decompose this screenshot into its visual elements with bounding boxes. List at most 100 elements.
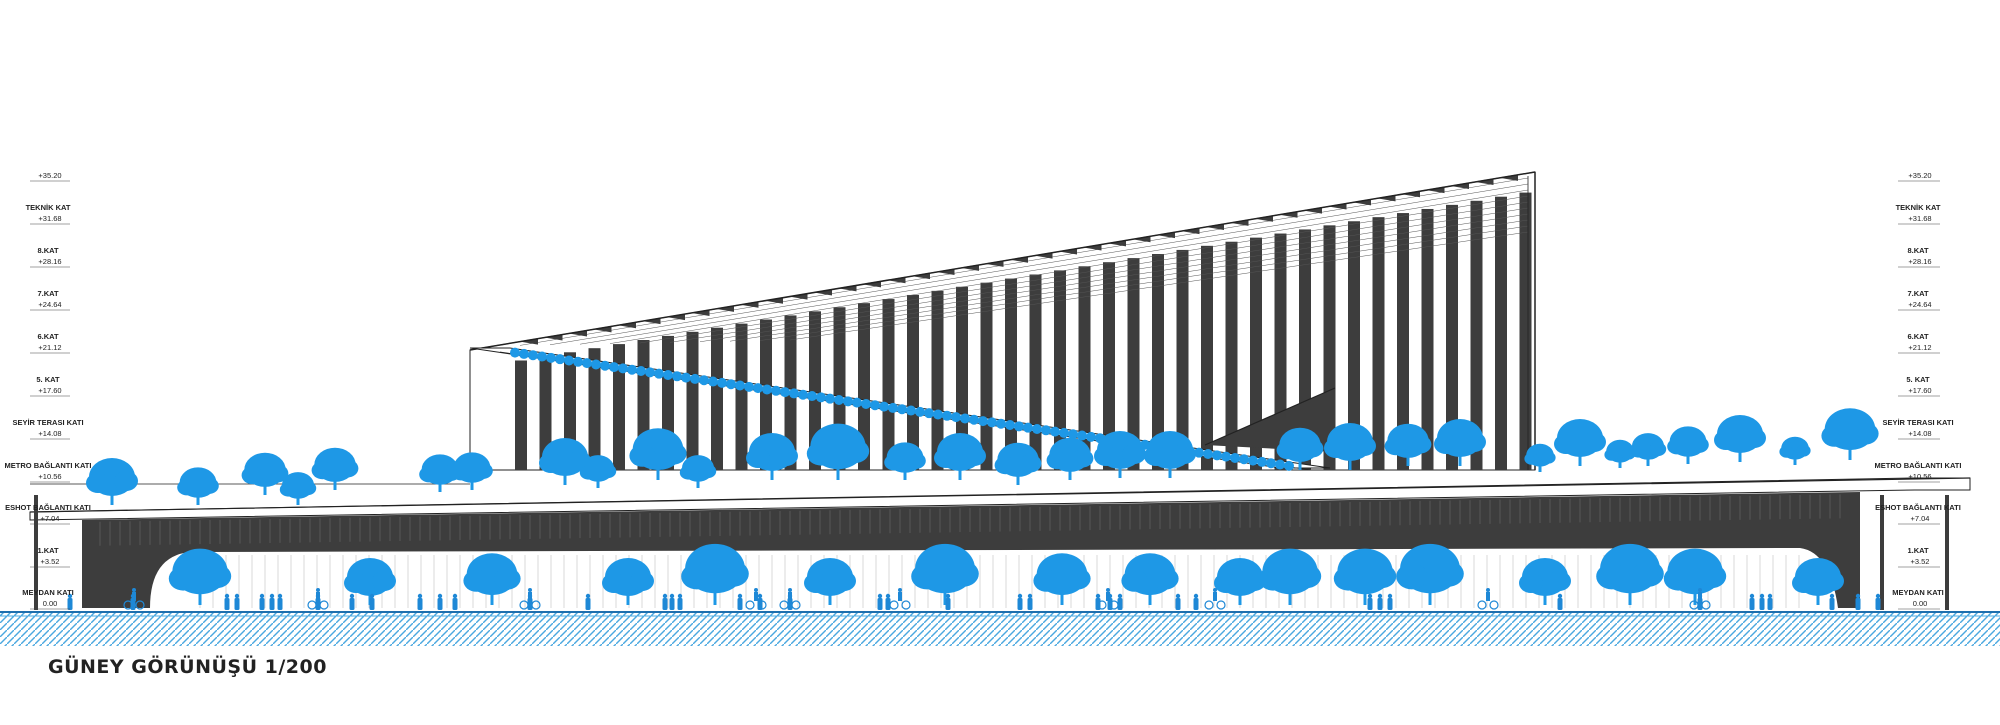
level-elev: +14.08 bbox=[38, 429, 61, 438]
shrub bbox=[699, 375, 709, 386]
shrub bbox=[798, 389, 808, 400]
tree bbox=[451, 452, 493, 490]
tree bbox=[344, 558, 396, 605]
person-body bbox=[1377, 598, 1383, 610]
bike-wheel bbox=[1216, 600, 1226, 610]
bike-wheel bbox=[791, 600, 801, 610]
tree-canopy bbox=[114, 471, 138, 491]
tree-canopy bbox=[202, 564, 232, 589]
shrub bbox=[1212, 450, 1222, 461]
bike-wheel bbox=[1109, 600, 1119, 610]
tree-canopy bbox=[266, 464, 289, 483]
facade-fin bbox=[515, 360, 527, 470]
tree-canopy bbox=[1821, 424, 1848, 447]
shrub bbox=[825, 393, 835, 404]
shrub bbox=[726, 379, 736, 390]
shrub bbox=[960, 413, 970, 424]
facade-fin bbox=[1348, 221, 1360, 470]
shrub bbox=[672, 371, 682, 382]
facade-fin bbox=[613, 344, 625, 470]
facade-fin bbox=[1495, 196, 1507, 471]
person-body bbox=[349, 598, 355, 610]
tree-canopy bbox=[934, 448, 958, 468]
shrub bbox=[717, 377, 727, 388]
tree bbox=[1121, 553, 1179, 605]
facade-fin bbox=[1225, 241, 1238, 470]
tree-canopy bbox=[579, 465, 597, 480]
tree-canopy bbox=[241, 466, 264, 485]
person bbox=[1377, 593, 1383, 610]
facade-fin bbox=[1446, 204, 1458, 470]
shrub bbox=[1041, 425, 1051, 436]
tree-canopy bbox=[1122, 444, 1146, 464]
bike-wheel bbox=[1477, 600, 1487, 610]
person-body bbox=[945, 598, 951, 610]
person-head bbox=[1759, 593, 1765, 599]
tree-canopy bbox=[1796, 444, 1811, 457]
shrub bbox=[744, 381, 754, 392]
person bbox=[1117, 593, 1123, 610]
level-markers-left: +35.20 TEKNİK KAT+31.68 8.KAT+28.16 7.KA… bbox=[5, 171, 92, 610]
facade-fin bbox=[1103, 262, 1115, 470]
tree bbox=[1324, 423, 1376, 470]
level-name: METRO BAĞLANTI KATI bbox=[5, 461, 92, 470]
facade-fin bbox=[858, 303, 870, 470]
facade-fin bbox=[956, 286, 968, 470]
level-name: MEYDAN KATI bbox=[22, 588, 74, 597]
tree-canopy bbox=[494, 567, 521, 590]
tree-canopy bbox=[962, 446, 986, 466]
shrub bbox=[537, 351, 547, 362]
roof-slat bbox=[789, 231, 1529, 341]
person bbox=[677, 593, 683, 610]
person-body bbox=[437, 598, 443, 610]
shrub bbox=[1032, 423, 1042, 434]
tree-canopy bbox=[311, 461, 334, 480]
tree-canopy bbox=[1604, 448, 1619, 461]
tree bbox=[1596, 543, 1664, 605]
shrub bbox=[654, 368, 664, 379]
tree-canopy bbox=[344, 573, 368, 593]
tree-canopy bbox=[717, 560, 749, 587]
level-marker: +35.20 bbox=[30, 171, 70, 182]
tree-canopy bbox=[1214, 573, 1238, 593]
level-elev: +10.56 bbox=[38, 472, 61, 481]
person-body bbox=[1759, 598, 1765, 610]
shrub bbox=[888, 402, 898, 413]
tree bbox=[177, 467, 219, 505]
tree bbox=[681, 543, 749, 605]
shrub bbox=[1023, 422, 1033, 433]
tree-canopy bbox=[1742, 428, 1766, 448]
tree bbox=[1714, 415, 1766, 462]
person-body bbox=[67, 598, 73, 610]
tree-canopy bbox=[947, 560, 979, 587]
cyclist-body bbox=[316, 592, 320, 601]
tree-canopy bbox=[994, 456, 1017, 475]
person-body bbox=[662, 598, 668, 610]
bike-wheel bbox=[889, 600, 899, 610]
level-marker: METRO BAĞLANTI KATI+10.56 bbox=[1875, 461, 1961, 483]
tree-canopy bbox=[279, 482, 297, 497]
tree-canopy bbox=[1276, 441, 1299, 460]
tree bbox=[911, 543, 979, 605]
person bbox=[67, 593, 73, 610]
person-body bbox=[1875, 598, 1881, 610]
tree bbox=[804, 558, 856, 605]
tree-canopy bbox=[1714, 430, 1738, 450]
shrub bbox=[816, 392, 826, 403]
person-body bbox=[1027, 598, 1033, 610]
tree bbox=[463, 553, 521, 605]
facade-fin bbox=[1421, 208, 1434, 470]
tree-canopy bbox=[1144, 446, 1168, 466]
shrub bbox=[1005, 420, 1015, 431]
shrub bbox=[573, 356, 583, 367]
facade-fin bbox=[1127, 258, 1140, 470]
cyclist bbox=[1689, 588, 1711, 610]
tree bbox=[539, 438, 591, 485]
tree bbox=[86, 458, 138, 505]
tree-canopy bbox=[1779, 445, 1794, 458]
tree-canopy bbox=[599, 464, 617, 479]
tree bbox=[1663, 548, 1727, 605]
level-marker: TEKNİK KAT+31.68 bbox=[1896, 203, 1941, 225]
person-head bbox=[669, 593, 675, 599]
